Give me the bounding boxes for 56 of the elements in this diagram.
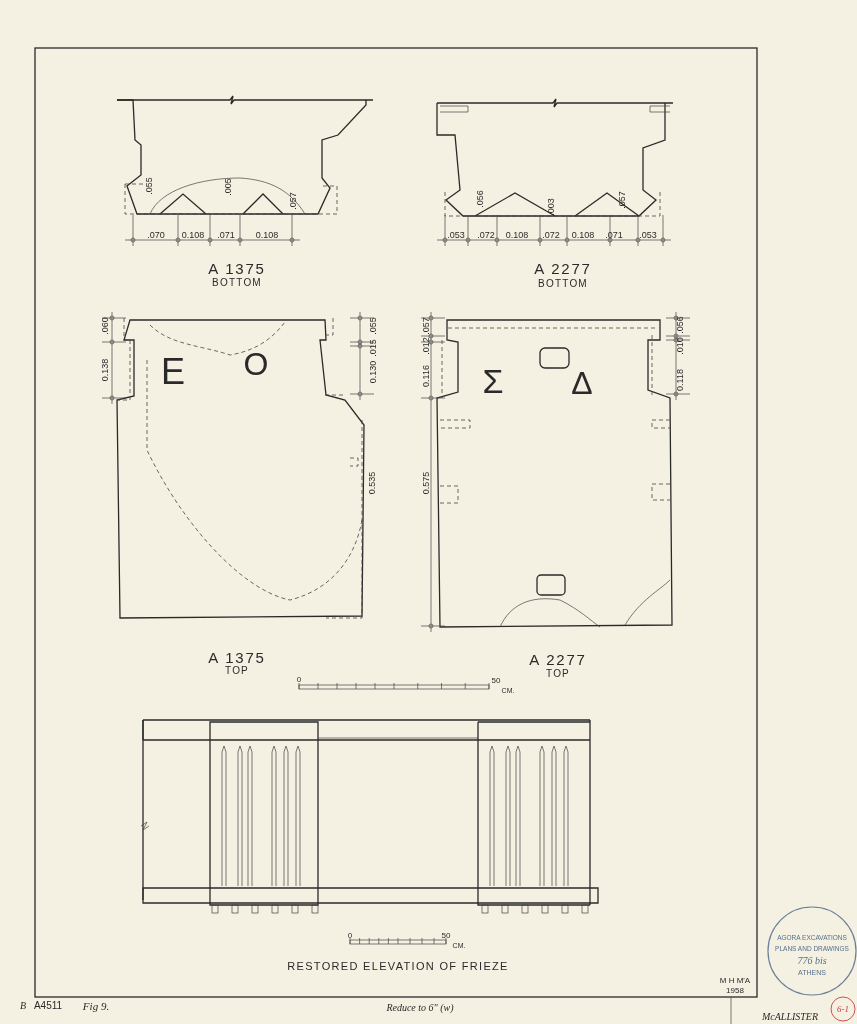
- stamp-text: 776 bis: [797, 956, 827, 966]
- dimension-label: 0.108: [505, 230, 529, 240]
- archive-note: Fig 9.: [82, 1000, 110, 1012]
- view-label: BOTTOM: [212, 278, 262, 288]
- view-label: BOTTOM: [538, 279, 588, 289]
- dimension-label: .005: [223, 178, 233, 196]
- date-label: 1958: [726, 987, 744, 995]
- dimension-label: .010: [675, 337, 685, 355]
- scale-label: 50: [441, 932, 451, 940]
- inscribed-letter: Ε: [161, 354, 185, 390]
- inscribed-letter: Δ: [571, 367, 593, 399]
- dimension-label: .071: [217, 230, 235, 240]
- dimension-label: .057: [288, 192, 298, 210]
- dimension-label: 0.108: [571, 230, 595, 240]
- view-label: TOP: [225, 666, 249, 676]
- sheet-number: 6-1: [837, 1004, 849, 1014]
- scale-label: 0: [347, 932, 353, 940]
- dimension-label: .015: [368, 339, 378, 357]
- drawing-title: A 1375: [208, 649, 266, 665]
- dimension-label: 0.535: [367, 471, 377, 495]
- dimension-label: .057: [617, 191, 627, 209]
- author-initials: M H M'A: [719, 977, 751, 985]
- dimension-label: .072: [542, 230, 560, 240]
- drawing-title: RESTORED ELEVATION OF FRIEZE: [287, 960, 509, 972]
- drawing-title: A 1375: [208, 260, 266, 276]
- dimension-label: .055: [368, 317, 378, 335]
- archive-note: B: [19, 1001, 27, 1011]
- drawing-title: A 2277: [529, 651, 587, 667]
- dimension-label: .053: [447, 230, 465, 240]
- dimension-label: 0.138: [100, 358, 110, 382]
- scale-label: 0: [296, 676, 302, 684]
- dimension-label: .070: [147, 230, 165, 240]
- author-name: McALLISTER: [761, 1012, 819, 1022]
- dimension-label: 0.118: [675, 369, 685, 391]
- dimension-label: .003: [546, 198, 556, 216]
- dimension-label: .057: [421, 317, 431, 335]
- drawing-title: A 2277: [534, 260, 592, 276]
- dimension-label: .055: [144, 177, 154, 195]
- dimension-label: .056: [675, 316, 685, 334]
- dimension-label: 0.130: [368, 360, 378, 384]
- dimension-label: 0.108: [181, 230, 205, 240]
- archive-note: A4511: [33, 1001, 63, 1011]
- dimension-label: 0.575: [421, 471, 431, 495]
- dimension-label: .012: [421, 337, 431, 355]
- dimension-label: 0.108: [255, 230, 279, 240]
- dimension-label: 0.116: [421, 365, 431, 387]
- dimension-label: .072: [477, 230, 495, 240]
- view-label: TOP: [546, 669, 570, 679]
- reduction-note: Reduce to 6" (w): [386, 1003, 454, 1013]
- inscribed-letter: Ο: [243, 348, 269, 380]
- dimension-label: .060: [100, 317, 110, 335]
- scale-label: 50: [491, 677, 501, 685]
- dimension-label: .056: [475, 190, 485, 208]
- dimension-label: .053: [639, 230, 657, 240]
- inscribed-letter: Σ: [482, 364, 504, 398]
- dimension-label: .071: [605, 230, 623, 240]
